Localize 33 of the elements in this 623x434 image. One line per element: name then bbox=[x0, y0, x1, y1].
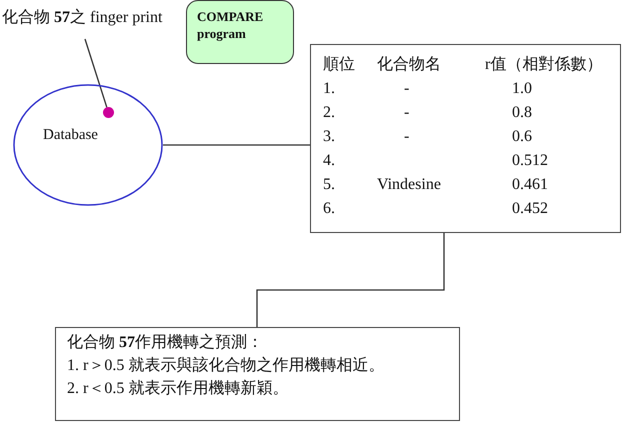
connector-line bbox=[256, 233, 445, 327]
database-ellipse bbox=[13, 84, 163, 206]
program-box bbox=[186, 0, 294, 64]
prediction-heading: 化合物 57作用機轉之預測： bbox=[67, 333, 263, 353]
rank-number: 1. bbox=[323, 79, 335, 99]
leader-line bbox=[84, 38, 108, 108]
column-header: 順位 bbox=[323, 55, 355, 75]
prediction-rule: 2. r＜0.5 就表示作用機轉新穎。 bbox=[67, 379, 288, 399]
r-value: 0.461 bbox=[512, 175, 548, 195]
r-value: 0.512 bbox=[512, 151, 548, 171]
ranking-table bbox=[310, 44, 621, 233]
rank-number: 6. bbox=[323, 199, 335, 219]
rank-number: 2. bbox=[323, 103, 335, 123]
r-value: 1.0 bbox=[512, 79, 532, 99]
compound-name: - bbox=[404, 127, 410, 147]
compound-name: - bbox=[404, 103, 410, 123]
column-header: 化合物名 bbox=[377, 55, 441, 75]
r-value: 0.6 bbox=[512, 127, 532, 147]
rank-number: 5. bbox=[323, 175, 335, 195]
column-header: r值（相對係數） bbox=[485, 55, 602, 75]
node-label: COMPARE program bbox=[197, 8, 264, 42]
rank-number: 4. bbox=[323, 151, 335, 171]
node-label: Database bbox=[43, 126, 98, 145]
callout-label: 化合物 57之 finger print bbox=[2, 8, 162, 28]
compound-name: Vindesine bbox=[377, 175, 441, 195]
rank-number: 3. bbox=[323, 127, 335, 147]
prediction-rule: 1. r＞0.5 就表示與該化合物之作用機轉相近。 bbox=[67, 356, 384, 376]
r-value: 0.8 bbox=[512, 103, 532, 123]
dot-icon bbox=[103, 107, 114, 118]
compound-name: - bbox=[404, 79, 410, 99]
note-box bbox=[55, 327, 460, 421]
connector-line bbox=[163, 144, 310, 146]
r-value: 0.452 bbox=[512, 199, 548, 219]
